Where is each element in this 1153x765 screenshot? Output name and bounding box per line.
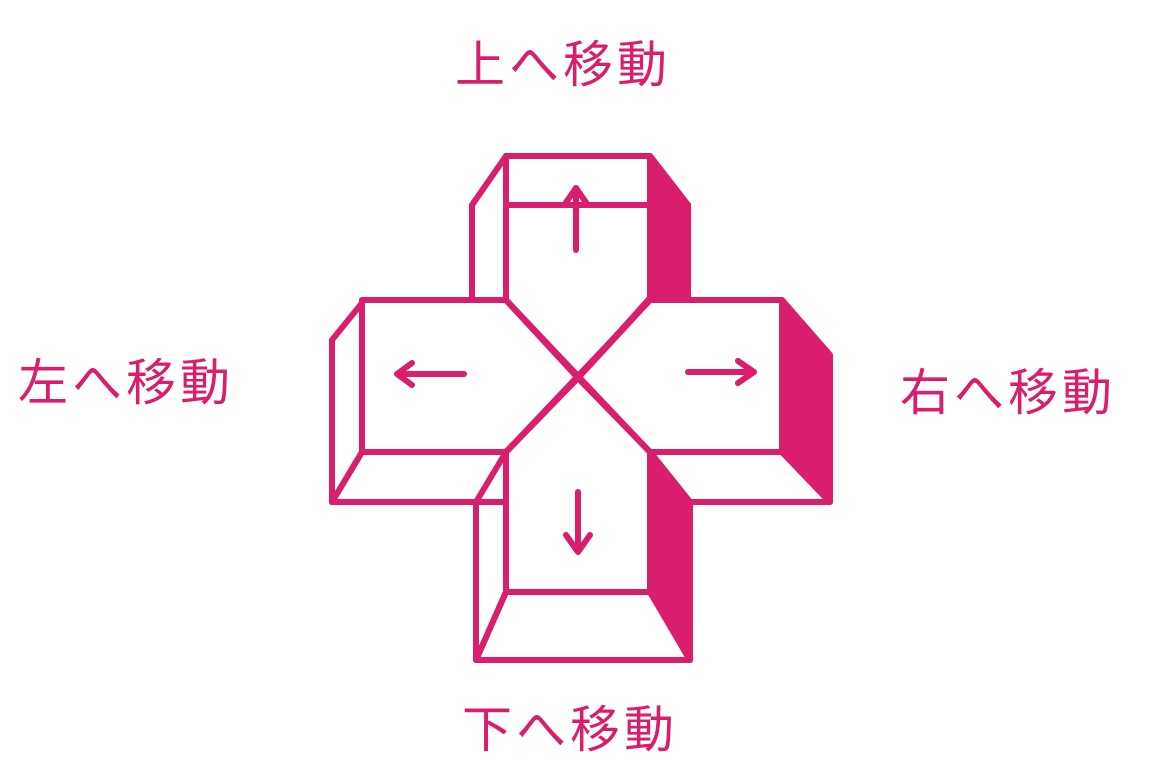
label-move-up: 上へ移動 xyxy=(455,36,671,94)
down-key-bottom-bevel xyxy=(473,589,693,663)
label-move-down: 下へ移動 xyxy=(462,701,678,759)
arrow-left-icon xyxy=(394,360,467,388)
arrow-up-icon xyxy=(562,185,590,253)
label-move-left: 左へ移動 xyxy=(18,354,234,412)
left-key-face xyxy=(359,297,581,455)
label-move-right: 右へ移動 xyxy=(900,364,1116,422)
up-key-side-left xyxy=(469,153,509,303)
right-key[interactable] xyxy=(575,297,833,505)
right-key-side-right xyxy=(779,297,833,505)
up-key-side-right xyxy=(647,153,691,301)
arrow-right-icon xyxy=(685,358,757,386)
down-key[interactable] xyxy=(473,375,693,663)
left-key[interactable] xyxy=(329,297,581,505)
arrow-down-icon xyxy=(563,489,593,555)
center-diagonal-2 xyxy=(503,297,653,455)
down-key-face xyxy=(503,375,653,595)
